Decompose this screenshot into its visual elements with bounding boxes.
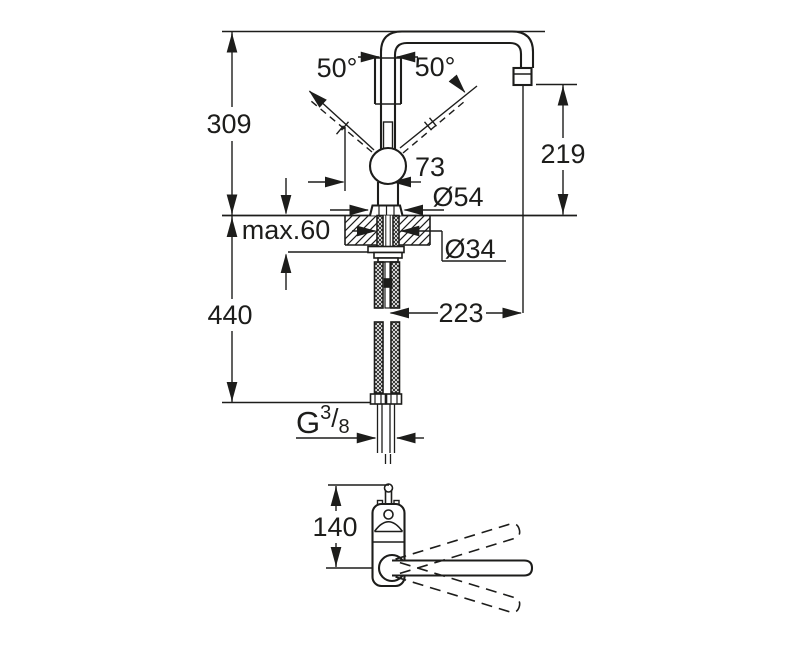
lever-swing-lines — [308, 74, 478, 154]
shank-and-hoses — [367, 214, 405, 453]
dim-label-dia34: Ø34 — [444, 234, 495, 264]
dim-label-219: 219 — [540, 139, 585, 169]
dim-label-angle-left: 50° — [317, 53, 358, 83]
dim-label-angle-right: 50° — [415, 52, 456, 82]
dim-label-dia54: Ø54 — [432, 182, 483, 212]
topview-spout — [383, 483, 394, 504]
dim-label-max60: max.60 — [242, 215, 331, 245]
dim-label-thread: G3/8 — [296, 402, 350, 440]
topview-lever-swing — [395, 522, 521, 614]
dim-label-223: 223 — [438, 298, 483, 328]
faucet-outline — [368, 30, 535, 216]
dim-label-309: 309 — [206, 109, 251, 139]
topview-body — [371, 499, 534, 588]
top-view — [326, 454, 534, 614]
dim-label-440: 440 — [207, 300, 252, 330]
dim-label-73: 73 — [415, 152, 445, 182]
counter-section — [344, 215, 431, 246]
dim-140 — [326, 484, 389, 569]
side-view — [222, 30, 577, 453]
dim-label-140: 140 — [312, 512, 357, 542]
dimension-labels: 309 219 440 223 max.60 Ø54 Ø34 73 50° 50… — [206, 52, 585, 542]
